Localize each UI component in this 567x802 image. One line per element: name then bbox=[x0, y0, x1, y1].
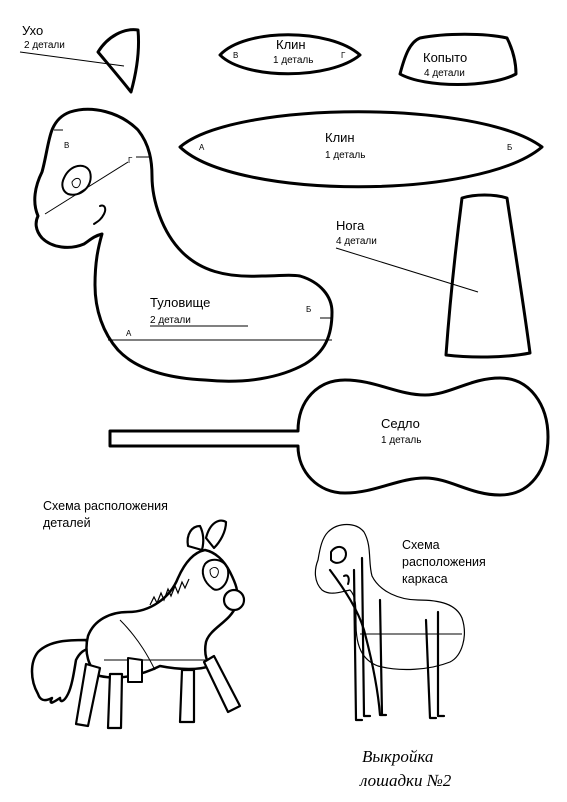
hoof-piece: Копыто 4 детали bbox=[398, 32, 518, 86]
leg-count: 4 детали bbox=[336, 236, 377, 247]
footer-line2: лошадки №2 bbox=[359, 771, 452, 790]
parts-layout-diagram: Схема расположения деталей bbox=[30, 499, 246, 730]
body-piece: В Г А Б Туловище 2 детали bbox=[33, 107, 334, 383]
body-mark-v: В bbox=[64, 141, 69, 150]
small-gusset-piece: Клин 1 деталь В Г bbox=[218, 33, 362, 76]
parts-layout-line1: Схема расположения bbox=[43, 499, 168, 513]
footer-line1: Выкройка bbox=[362, 747, 433, 766]
footer-caption: Выкройка лошадки №2 bbox=[359, 747, 452, 790]
body-mark-b: Б bbox=[306, 305, 311, 314]
frame-layout-line3: каркаса bbox=[402, 572, 448, 586]
body-mark-g: Г bbox=[128, 156, 133, 165]
large-gusset-title: Клин bbox=[325, 130, 355, 145]
small-gusset-mark-left: В bbox=[233, 51, 238, 60]
small-gusset-count: 1 деталь bbox=[273, 55, 313, 66]
frame-layout-diagram: Схема расположения каркаса bbox=[314, 523, 486, 722]
saddle-piece: Седло 1 деталь bbox=[108, 376, 550, 497]
ear-title: Ухо bbox=[22, 23, 43, 38]
ear-piece: Ухо 2 детали bbox=[19, 23, 140, 94]
large-gusset-count: 1 деталь bbox=[325, 150, 365, 161]
body-count: 2 детали bbox=[150, 315, 191, 326]
ear-count: 2 детали bbox=[24, 40, 65, 51]
hoof-count: 4 детали bbox=[424, 68, 465, 79]
saddle-title: Седло bbox=[381, 416, 420, 431]
leg-piece: Нога 4 детали bbox=[335, 193, 532, 359]
large-gusset-mark-right: Б bbox=[507, 143, 512, 152]
small-gusset-mark-right: Г bbox=[341, 51, 346, 60]
frame-layout-line1: Схема bbox=[402, 538, 440, 552]
frame-layout-line2: расположения bbox=[402, 555, 486, 569]
large-gusset-mark-left: А bbox=[199, 143, 205, 152]
small-gusset-title: Клин bbox=[276, 37, 306, 52]
body-mark-a: А bbox=[126, 329, 132, 338]
saddle-count: 1 деталь bbox=[381, 435, 421, 446]
large-gusset-piece: Клин 1 деталь А Б bbox=[178, 110, 544, 189]
parts-layout-line2: деталей bbox=[43, 516, 91, 530]
hoof-title: Копыто bbox=[423, 50, 467, 65]
leg-title: Нога bbox=[336, 218, 365, 233]
body-title: Туловище bbox=[150, 295, 210, 310]
